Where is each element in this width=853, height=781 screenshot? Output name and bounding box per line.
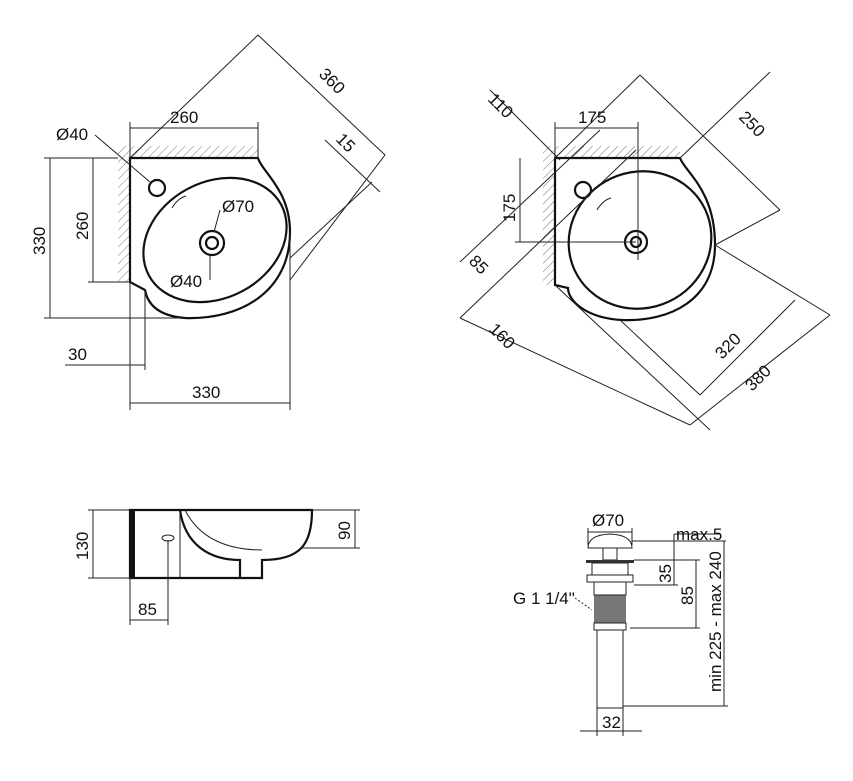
- tap-hole: [573, 180, 593, 200]
- drain-inner: [204, 235, 220, 251]
- label-drain: Ø70: [222, 197, 254, 216]
- drain-detail: Ø70 max.5 35 85 G 1 1/4" min 225 - max 2…: [513, 511, 728, 736]
- tap-hole: [147, 178, 167, 198]
- thread: [594, 595, 626, 623]
- label-tap-hole: Ø40: [56, 125, 88, 144]
- dim-330-bottom: 330: [192, 383, 220, 402]
- dim-360: 360: [315, 64, 348, 97]
- overflow: [171, 195, 187, 209]
- dim-35: 35: [656, 564, 675, 583]
- label-thread: G 1 1/4": [513, 589, 575, 608]
- dim-30: 30: [68, 345, 87, 364]
- dimension-lines: [574, 528, 728, 736]
- overflow: [596, 197, 612, 211]
- dim-380: 380: [741, 361, 774, 394]
- dim-250: 250: [735, 107, 768, 140]
- drain-cap: [587, 533, 633, 549]
- dim-85: 85: [465, 251, 492, 278]
- basin-outline: [553, 156, 717, 322]
- top-view-left: 260 330 260 30 330 360 15 Ø40 Ø70 Ø40: [30, 34, 386, 410]
- dim-cap-diameter: Ø70: [592, 511, 624, 530]
- bowl-outline: [142, 176, 288, 304]
- top-view-right: 175 110 250 175 85 160 320 380: [459, 71, 831, 431]
- dim-110: 110: [484, 89, 517, 122]
- label-drain-inner: Ø40: [170, 272, 202, 291]
- dimension-lines: [459, 71, 831, 431]
- dim-130: 130: [73, 532, 92, 560]
- dim-15: 15: [332, 129, 359, 156]
- dim-max5: max.5: [676, 525, 722, 544]
- wall-hatch-left: [118, 158, 130, 282]
- dim-160: 160: [485, 319, 518, 352]
- dim-330-left: 330: [30, 227, 49, 255]
- side-view: 130 90 85: [73, 508, 360, 625]
- basin-outline: [128, 156, 292, 320]
- dim-260-left: 260: [73, 212, 92, 240]
- drain-outer: [198, 229, 226, 257]
- dimension-lines: [44, 34, 386, 410]
- dim-85: 85: [678, 586, 697, 605]
- dim-175-left: 175: [500, 194, 519, 222]
- dimension-lines: [88, 509, 360, 625]
- dim-90: 90: [335, 521, 354, 540]
- wall-hatch-top: [543, 146, 680, 158]
- dim-320: 320: [711, 329, 744, 362]
- dim-85: 85: [138, 600, 157, 619]
- side-outline: [128, 508, 314, 580]
- wall-hatch-top: [118, 146, 258, 158]
- dim-175-top: 175: [578, 108, 606, 127]
- bowl-outline: [567, 170, 713, 310]
- wall-hatch-left: [543, 158, 555, 285]
- dim-32: 32: [602, 713, 621, 732]
- drain-pipe: [596, 629, 624, 709]
- dim-total-length: min 225 - max 240: [706, 551, 725, 692]
- bowl-section: [178, 509, 242, 578]
- dim-260-top: 260: [170, 108, 198, 127]
